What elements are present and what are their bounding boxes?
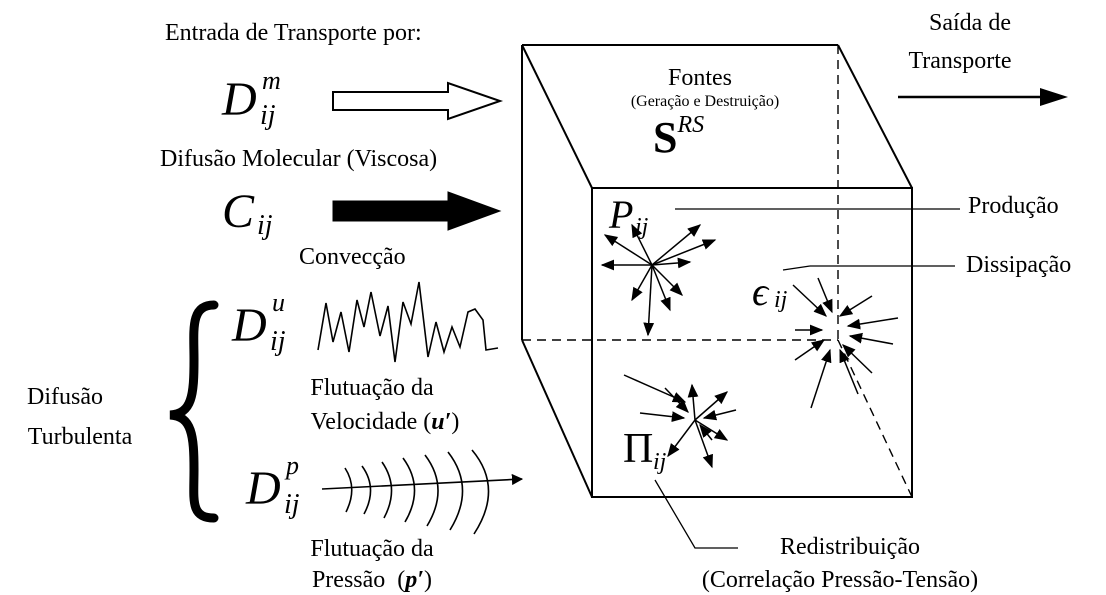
redistribution-burst [623, 374, 737, 469]
molecular-diffusion-label: Difusão Molecular (Viscosa) [160, 146, 438, 172]
velocity-diffusion-symbol: D u ij [232, 288, 286, 357]
output-arrow [898, 88, 1068, 106]
cube-hidden-diagonal [837, 339, 913, 498]
velocity-fluctuation-label-line2: Velocidade (u′) [310, 409, 460, 435]
production-burst [600, 223, 717, 337]
output-title-line2: Transporte [908, 48, 1012, 74]
dissipation-symbol: ϵ ij [752, 269, 788, 314]
production-label: Produção [968, 193, 1059, 219]
dissipation-burst [792, 277, 899, 409]
cube-top-left-edge [521, 44, 593, 189]
convection-label: Convecção [299, 244, 406, 270]
velocity-fluctuation-squiggle [317, 281, 499, 363]
dissipation-label: Dissipação [966, 252, 1072, 278]
pressure-diffusion-symbol: D p ij [246, 451, 300, 520]
output-title-line1: Saída de [929, 10, 1011, 36]
pressure-fluctuation-label-line1: Flutuação da [310, 536, 434, 562]
source-cube [521, 44, 913, 498]
pressure-fluctuation-waves [321, 449, 524, 535]
turbulent-diffusion-line2: Turbulenta [27, 424, 133, 450]
redistribution-label-line2: (Correlação Pressão-Tensão) [701, 567, 979, 593]
redistribution-leader [654, 479, 738, 549]
turbulent-diffusion-brace [169, 300, 219, 523]
cube-bottom-left-edge [521, 339, 593, 498]
cube-top-right-edge [837, 44, 913, 189]
redistribution-symbol: Π ij [623, 426, 667, 475]
redistribution-label-line1: Redistribuição [780, 534, 920, 560]
velocity-fluctuation-label-line1: Flutuação da [310, 375, 434, 401]
box-subtitle: (Geração e Destruição) [630, 93, 780, 110]
production-symbol: P ij [609, 192, 649, 240]
dissipation-leader [782, 265, 811, 271]
pressure-fluctuation-label-line2: Pressão (p′) [311, 567, 433, 593]
convection-symbol: C ij [222, 185, 273, 241]
molecular-diffusion-arrow [332, 81, 504, 121]
box-title: Fontes [667, 65, 733, 91]
molecular-diffusion-symbol: D m ij [222, 66, 281, 131]
input-title: Entrada de Transporte por: [165, 20, 422, 46]
turbulent-diffusion-line1: Difusão [27, 384, 103, 410]
box-symbol: SRS [653, 112, 705, 162]
convection-arrow [332, 191, 502, 231]
